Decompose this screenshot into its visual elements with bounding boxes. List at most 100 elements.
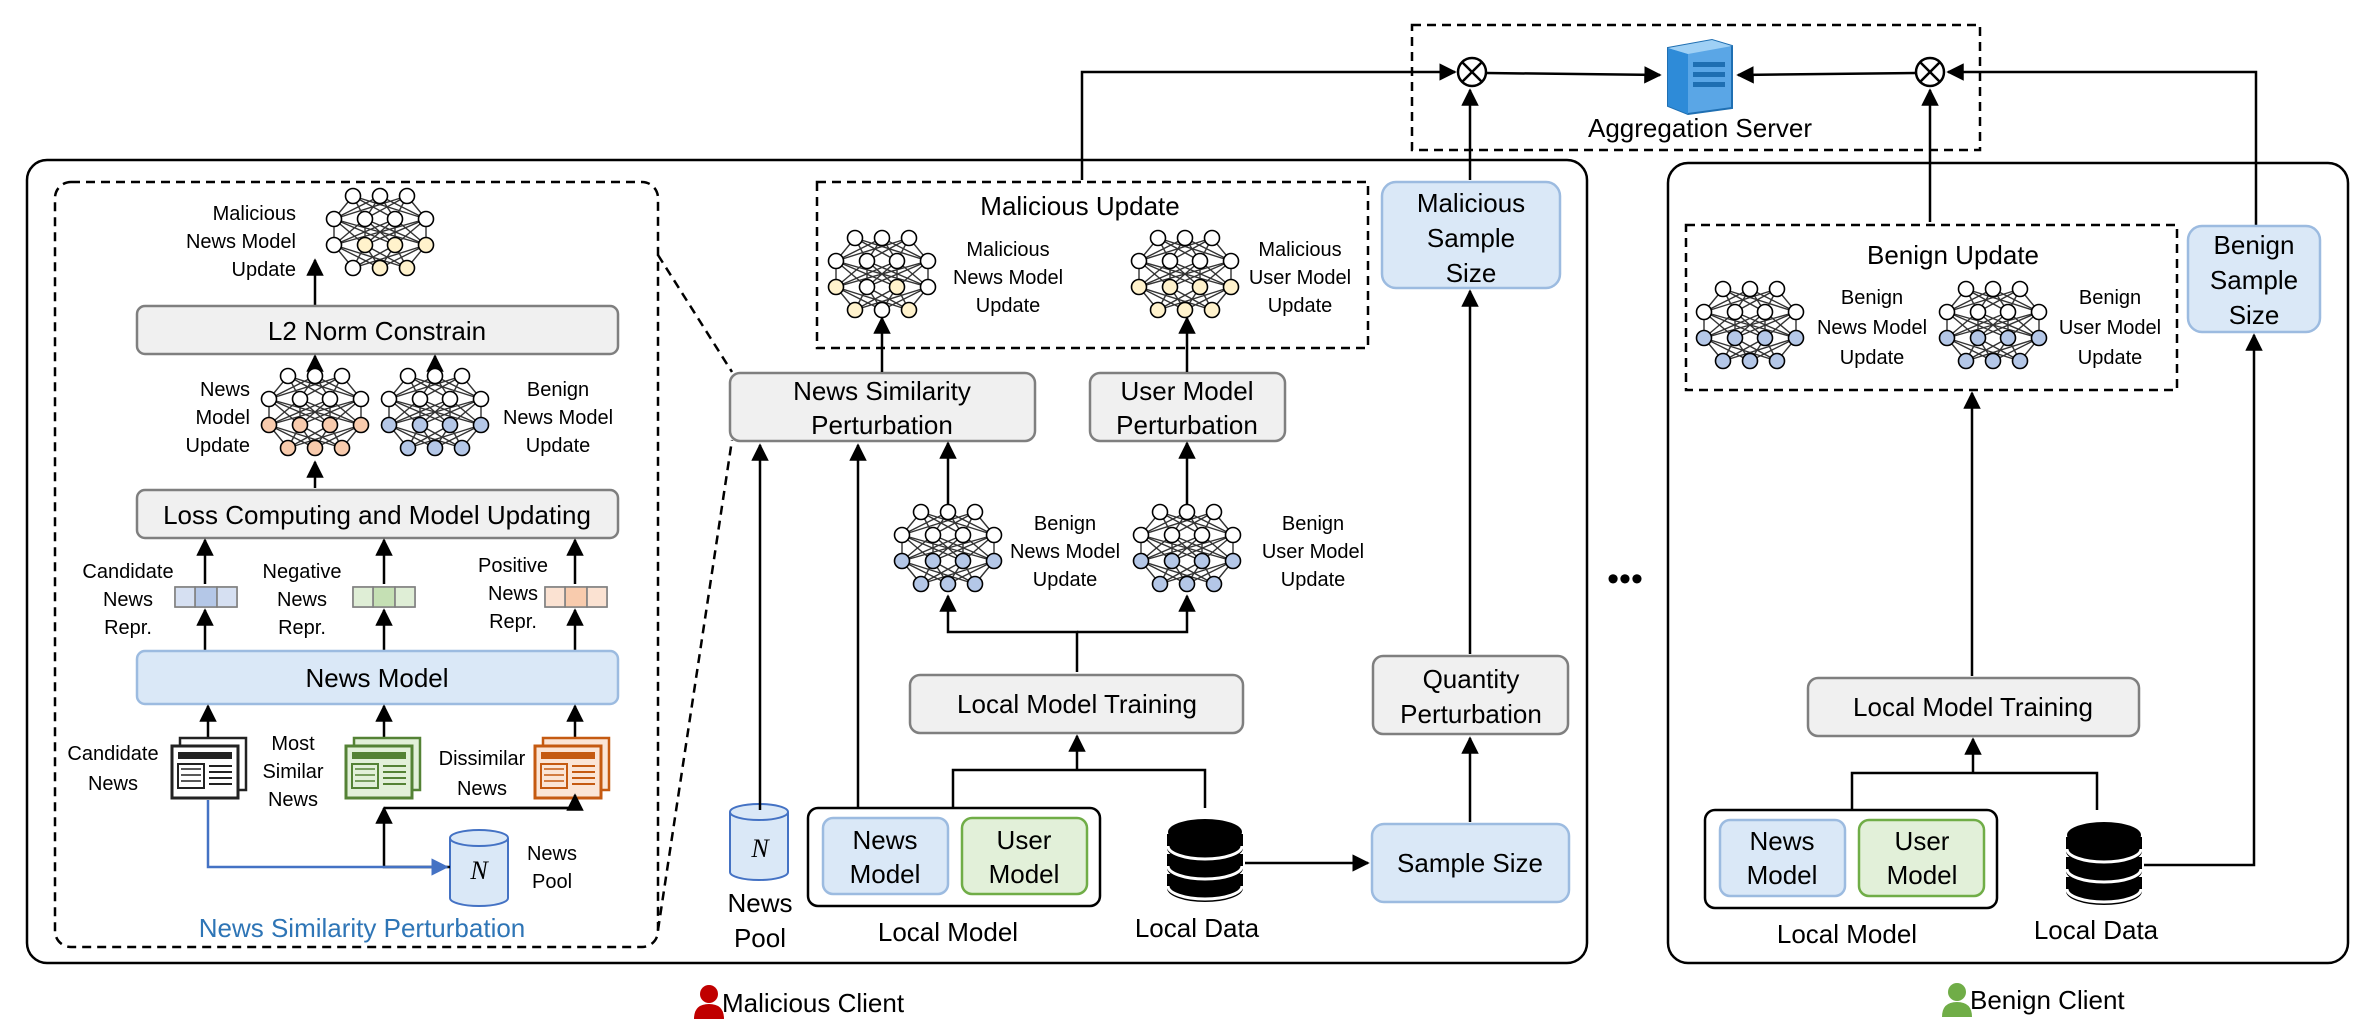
benign-local-training-label: Local Model Training bbox=[1853, 692, 2093, 722]
ellipsis: ••• bbox=[1607, 560, 1643, 598]
aggregation-server-label: Aggregation Server bbox=[1588, 113, 1812, 143]
benign-local-data-label: Local Data bbox=[2034, 915, 2159, 945]
news-model-box bbox=[821, 816, 950, 896]
neural-network-icon bbox=[1938, 280, 2048, 370]
cylinder-icon bbox=[729, 803, 789, 881]
zoom-line-top bbox=[656, 254, 734, 373]
cylinder-icon bbox=[449, 829, 509, 907]
candidate-repr-vector bbox=[174, 586, 238, 608]
news-document-icon bbox=[170, 736, 248, 800]
benign-local-training-box bbox=[1806, 676, 2141, 738]
detail-news-model-box bbox=[135, 649, 620, 706]
arrow-benign-size-to-agg bbox=[1946, 63, 2258, 232]
user-model-pert-box bbox=[1088, 371, 1287, 443]
neural-network-icon bbox=[1130, 229, 1240, 319]
benign-client-label: Benign Client bbox=[1970, 985, 2125, 1015]
news-similarity-detail-panel bbox=[53, 180, 660, 949]
l2-norm-label: L2 Norm Constrain bbox=[268, 316, 486, 346]
detail-caption: News Similarity Perturbation bbox=[199, 913, 526, 943]
negative-repr-vector bbox=[352, 586, 416, 608]
line-binputs-to-train bbox=[1850, 771, 2099, 810]
arrow-pool-to-dis bbox=[384, 793, 584, 811]
aggregation-circle-icon bbox=[1914, 56, 1946, 88]
quantity-pert-box bbox=[1371, 654, 1570, 736]
neural-network-icon bbox=[380, 367, 490, 457]
loss-label: Loss Computing and Model Updating bbox=[163, 500, 591, 530]
malicious-sample-size-box bbox=[1380, 180, 1562, 290]
benign-update-title: Benign Update bbox=[1867, 240, 2039, 270]
person-icon bbox=[1942, 983, 1972, 1017]
malicious-client-label: Malicious Client bbox=[722, 988, 905, 1018]
positive-repr-vector bbox=[544, 586, 608, 608]
server-icon bbox=[1667, 38, 1733, 116]
arrow-cand-to-pool bbox=[206, 800, 449, 876]
detail-pool-symbol: N bbox=[469, 856, 489, 885]
zoom-line-bottom bbox=[656, 439, 734, 931]
news-sim-pert-box bbox=[728, 371, 1037, 443]
local-model-label: Local Model bbox=[878, 917, 1018, 947]
neural-network-icon bbox=[325, 187, 435, 277]
person-icon bbox=[694, 985, 724, 1019]
aggregation-circle-icon bbox=[1456, 56, 1488, 88]
neural-network-icon bbox=[1132, 503, 1242, 593]
neural-network-icon bbox=[893, 503, 1003, 593]
arrow-pool-to-sim bbox=[375, 806, 450, 869]
l2-norm-box bbox=[135, 304, 620, 356]
malicious-update-title: Malicious Update bbox=[980, 191, 1179, 221]
news-document-icon bbox=[344, 736, 422, 800]
sample-size-box bbox=[1370, 822, 1571, 904]
neural-network-icon bbox=[1695, 280, 1805, 370]
user-model-box bbox=[960, 816, 1089, 896]
detail-news-model-label: News Model bbox=[305, 663, 448, 693]
local-training-box bbox=[908, 673, 1245, 735]
database-icon bbox=[2065, 822, 2143, 905]
malicious-client-frame bbox=[25, 158, 1589, 965]
line-inputs-to-train bbox=[951, 768, 1207, 808]
neural-network-icon bbox=[260, 367, 370, 457]
malicious-update-frame bbox=[815, 180, 1370, 350]
database-icon bbox=[1166, 819, 1244, 902]
aggregation-server-frame bbox=[1410, 23, 1982, 152]
arrow-agg-to-server bbox=[1485, 66, 1662, 84]
local-training-label: Local Model Training bbox=[957, 689, 1197, 719]
loss-box bbox=[135, 488, 620, 540]
arrow-bdata-to-bsize bbox=[2144, 333, 2263, 867]
arrow-train-to-bnu bbox=[939, 594, 1079, 672]
benign-local-model-label: Local Model bbox=[1777, 919, 1917, 949]
benign-sample-size-box bbox=[2186, 224, 2322, 334]
arrow-train-to-buu bbox=[1077, 594, 1196, 634]
local-data-label: Local Data bbox=[1135, 913, 1260, 943]
benign-update-frame bbox=[1684, 223, 2179, 392]
arrow-mal-update-to-agg bbox=[1080, 63, 1457, 180]
neural-network-icon bbox=[827, 229, 937, 319]
news-document-icon bbox=[533, 736, 611, 800]
mal-pool-symbol: N bbox=[750, 834, 770, 863]
benign-user-model-box bbox=[1857, 818, 1986, 898]
